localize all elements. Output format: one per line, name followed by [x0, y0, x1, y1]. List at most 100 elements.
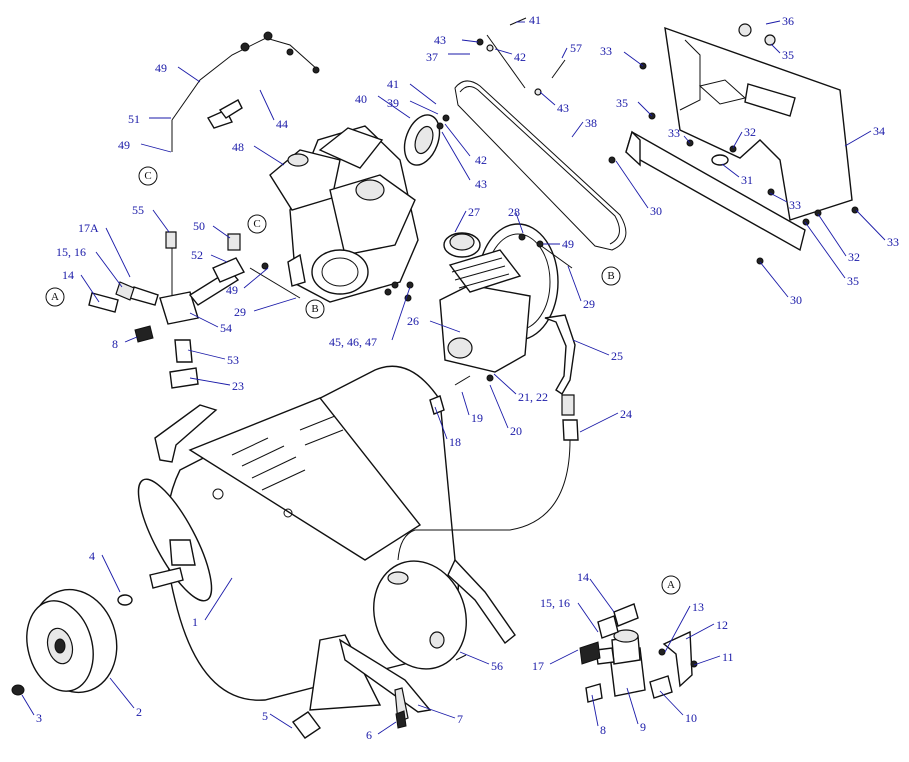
callout-number: 7	[457, 712, 463, 726]
callout-leader-line	[377, 95, 411, 119]
callout-number: 49	[226, 283, 238, 297]
callout-43: 43	[434, 33, 479, 47]
callout-number: 50	[193, 219, 205, 233]
callout-leader-line	[189, 377, 231, 386]
callout-number: 6	[366, 728, 372, 742]
callout-number: 35	[616, 96, 628, 110]
callout-14: 14	[577, 570, 615, 613]
callout-number: 37	[426, 50, 438, 64]
callout-number: 35	[782, 48, 794, 62]
callout-24: 24	[579, 407, 632, 433]
callout-number: 4	[89, 549, 95, 563]
wheel-assembly	[11, 588, 133, 696]
callout-number: 9	[640, 720, 646, 734]
callout-leader-line	[409, 83, 437, 105]
connector-letter: B	[311, 303, 318, 315]
callout-number: 14	[577, 570, 589, 584]
callout-27: 27	[454, 205, 480, 233]
loose-hardware	[391, 17, 822, 729]
callout-33: 33	[855, 209, 899, 249]
callout-leader-line	[204, 577, 233, 621]
callout-number: 8	[112, 337, 118, 351]
callout-number: 5	[262, 709, 268, 723]
callout-number: 49	[562, 237, 574, 251]
callout-number: 23	[232, 379, 244, 393]
callout-7: 7	[417, 704, 463, 726]
callout-33: 33	[769, 192, 801, 212]
callout-leader-line	[391, 286, 411, 341]
callout-leader-line	[770, 43, 781, 54]
callout-number: 40	[355, 92, 367, 106]
callout-35: 35	[616, 96, 653, 117]
gas-engine	[269, 125, 419, 303]
callout-number: 41	[387, 77, 399, 91]
callout-leader-line	[105, 227, 131, 278]
callout-number: 13	[692, 600, 704, 614]
callout-leader-line	[683, 135, 691, 144]
callout-32: 32	[732, 125, 756, 149]
callout-25: 25	[572, 339, 623, 363]
callout-33: 33	[600, 44, 644, 67]
callout-leader-line	[844, 130, 872, 147]
callout-50: 50	[193, 219, 231, 239]
callout-leader-line	[685, 623, 715, 640]
drive-belt	[454, 80, 627, 251]
callout-leader-line	[253, 145, 285, 166]
callout-17A: 17A	[78, 221, 131, 278]
callout-48: 48	[232, 140, 285, 166]
callout-leader-line	[567, 265, 582, 302]
callout-number: 11	[722, 650, 734, 664]
callout-leader-line	[177, 66, 201, 83]
callout-leader-line	[21, 694, 35, 716]
callout-15-16: 15, 16	[540, 596, 599, 633]
callout-number: 32	[744, 125, 756, 139]
connector-circle	[661, 575, 681, 595]
callout-leader-line	[187, 349, 226, 360]
rubber-foot	[291, 711, 322, 739]
callout-20: 20	[489, 384, 522, 438]
callout-36: 36	[765, 14, 794, 28]
callout-leader-line	[591, 694, 599, 727]
callout-21-22: 21, 22	[493, 373, 548, 404]
callout-13: 13	[664, 600, 704, 653]
callout-number: 17	[532, 659, 544, 673]
regulator-assembly	[579, 603, 698, 703]
callout-number: 31	[741, 173, 753, 187]
callout-number: 43	[557, 101, 569, 115]
callout-number: 42	[514, 50, 526, 64]
callout-35: 35	[770, 43, 794, 62]
connector-b: B	[601, 266, 621, 286]
callout-leader-line	[461, 391, 470, 416]
callout-19: 19	[461, 391, 483, 425]
callout-leader-line	[489, 384, 509, 429]
callout-number: 42	[475, 153, 487, 167]
callout-number: 43	[434, 33, 446, 47]
callout-leader-line	[494, 48, 513, 55]
callout-leader-line	[461, 39, 479, 43]
callout-26: 26	[407, 314, 461, 333]
callout-leader-line	[409, 100, 439, 115]
callout-42: 42	[444, 123, 487, 167]
callout-number: 54	[220, 321, 232, 335]
callout-number: 33	[600, 44, 612, 58]
callout-52: 52	[191, 248, 228, 263]
throttle-linkage	[171, 31, 320, 152]
callout-30: 30	[759, 261, 802, 307]
callout-leader-line	[377, 721, 397, 735]
callout-number: 35	[847, 274, 859, 288]
callout-56: 56	[459, 651, 503, 673]
connector-b: B	[305, 299, 325, 319]
callout-43: 43	[441, 131, 487, 191]
callout-leader-line	[212, 225, 231, 239]
callout-leader-line	[693, 655, 721, 666]
callout-8: 8	[591, 694, 606, 737]
callout-9: 9	[626, 687, 646, 734]
callout-number: 8	[600, 723, 606, 737]
callout-29: 29	[567, 265, 595, 311]
callout-number: 52	[191, 248, 203, 262]
callout-8: 8	[112, 336, 138, 351]
callout-number: 49	[155, 61, 167, 75]
connector-letter: A	[667, 579, 675, 591]
callout-number: 45, 46, 47	[329, 335, 377, 349]
callout-number: 12	[716, 618, 728, 632]
